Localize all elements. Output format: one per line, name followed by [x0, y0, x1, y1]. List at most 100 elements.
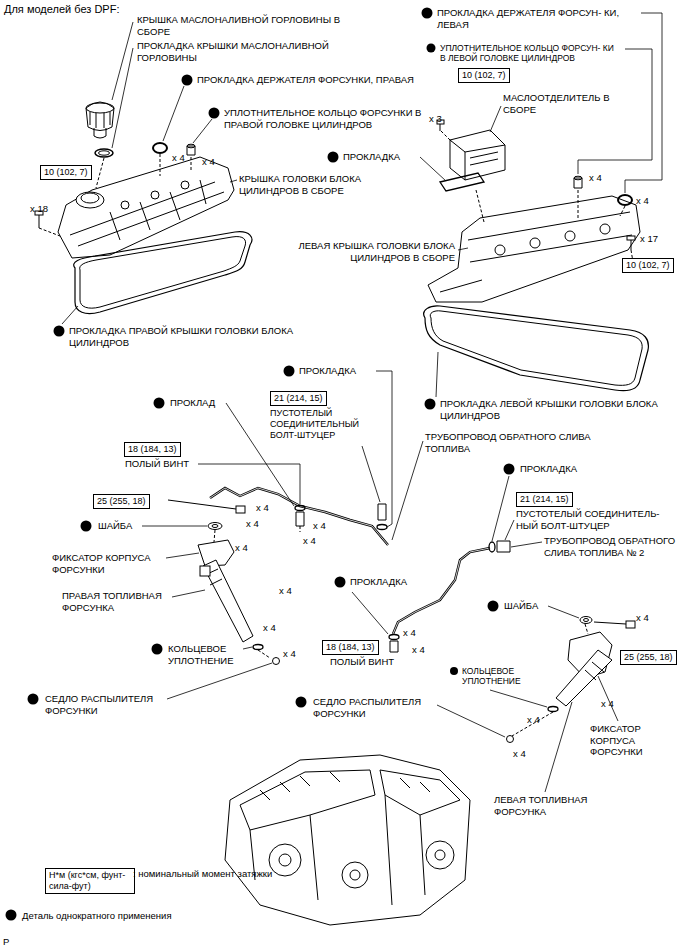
legend-row: Деталь однократного применения [5, 909, 172, 921]
part-label: ПРОКЛАДКА ЛЕВОЙ КРЫШКИ ГОЛОВКИ БЛОКА ЦИЛ… [440, 398, 670, 421]
part-label: МАСЛООТДЕЛИТЕЛЬ В СБОРЕ [503, 92, 623, 115]
quantity-mark: x 4 [636, 195, 649, 207]
bolt [627, 236, 635, 240]
union-bolt [378, 504, 386, 520]
injector-holder-gasket [160, 154, 161, 176]
quantity-mark: x 4 [589, 172, 602, 184]
right-cylinder-head-cover [121, 201, 129, 209]
quantity-mark: x 4 [636, 612, 649, 624]
washer [208, 523, 222, 530]
union-bolt [489, 542, 495, 552]
right-cylinder-head-cover [76, 192, 104, 208]
legend-box: Н*м (кгс*см, фунт- сила-фут) [45, 868, 135, 894]
hollow-screw [296, 512, 304, 526]
torque-value: Н*м (кгс*см, фунт- сила-фут) [49, 870, 131, 892]
quantity-mark: x 4 [601, 698, 614, 710]
bolt [35, 211, 60, 236]
legend-note: : номинальный момент затяжки [133, 868, 272, 880]
injector-seal-ring [187, 144, 195, 170]
leader-line [505, 520, 514, 540]
part-label: ЛЕВАЯ КРЫШКА ГОЛОВКИ БЛОКА ЦИЛИНДРОВ В С… [280, 240, 455, 263]
injector-holder-gasket [618, 195, 632, 205]
injector-bolt [168, 500, 236, 509]
torque-box: 18 (184, 13) [124, 442, 181, 457]
leader-line [193, 119, 212, 143]
leader-line [511, 542, 542, 547]
torque-value: 21 (214, 15) [274, 393, 323, 404]
quantity-mark: x 4 [513, 748, 526, 760]
engine-assembly [342, 862, 368, 888]
torque-value: 18 (184, 13) [326, 642, 375, 653]
torque-value: 18 (184, 13) [128, 444, 177, 455]
single-use-dot [488, 601, 499, 612]
left-cover-gasket [430, 311, 642, 386]
quantity-mark: x 4 [235, 542, 248, 554]
part-label: ПОЛЫЙ ВИНТ [125, 458, 189, 470]
leader-line [578, 49, 652, 174]
injector-holder-gasket [618, 195, 632, 205]
leader-line [167, 663, 272, 699]
part-label: ПРОКЛАДКА ДЕРЖАТЕЛЯ ФОРСУН- КИ, ЛЕВАЯ [437, 7, 637, 30]
nozzle-seat [273, 658, 280, 665]
hollow-screw [389, 635, 399, 640]
leader-line [458, 248, 468, 250]
leader-line [490, 106, 501, 132]
assembly-line [214, 526, 588, 736]
right-cylinder-head-cover [70, 180, 224, 246]
legend-dot [6, 910, 17, 921]
torque-box: 10 (102, 7) [40, 165, 92, 180]
leader-line [376, 371, 392, 527]
bolt [39, 215, 40, 228]
right-cylinder-head-cover [81, 193, 99, 203]
oil-filler-cap [94, 128, 106, 138]
leader-line [62, 306, 78, 324]
torque-box: 25 (255, 18) [93, 494, 150, 509]
leader-line [420, 157, 446, 181]
quantity-mark: x 18 [30, 203, 48, 215]
quantity-mark: x 4 [279, 585, 292, 597]
torque-value: 10 (102, 7) [44, 167, 88, 178]
left-cylinder-head-cover [600, 224, 610, 234]
single-use-dot [427, 44, 436, 53]
injector-holder-gasket [153, 143, 167, 153]
engine-assembly [250, 795, 425, 905]
o-ring [548, 707, 558, 712]
single-use-dot [335, 577, 346, 588]
oil-separator [450, 140, 505, 180]
quantity-mark: x 17 [640, 233, 658, 245]
union-bolt [377, 504, 387, 530]
left-fuel-injector [556, 650, 612, 706]
washer [212, 525, 218, 528]
single-use-dot [328, 152, 339, 163]
o-ring [253, 645, 263, 650]
bolt [440, 124, 441, 131]
engine-assembly [225, 755, 470, 925]
injector-bolt [594, 622, 626, 624]
quantity-mark: x 4 [202, 156, 215, 168]
single-use-dot [54, 326, 65, 337]
left-fuel-injector [556, 650, 612, 706]
part-label: ПОЛЫЙ ВИНТ [330, 656, 394, 668]
bolt [627, 236, 635, 250]
quantity-mark: x 4 [303, 535, 316, 547]
leader-line [163, 86, 184, 141]
leader-line [625, 13, 662, 193]
engine-assembly [350, 870, 360, 880]
left-cylinder-head-cover [495, 245, 505, 255]
left-cover-gasket [424, 306, 649, 391]
left-cylinder-head-cover [565, 231, 575, 241]
single-use-dot [425, 399, 436, 410]
leader-line [112, 22, 133, 100]
part-label: УПЛОТНИТЕЛЬНОЕ КОЛЬЦО ФОРСУН- КИ В ЛЕВОЙ… [440, 43, 620, 64]
leader-line [112, 48, 133, 148]
bolt [631, 240, 632, 250]
single-use-dot [209, 108, 220, 119]
right-fuel-injector [200, 560, 253, 642]
single-use-dot [152, 644, 163, 655]
engine-assembly [260, 772, 430, 800]
quantity-mark: x 4 [263, 622, 276, 634]
injector-holder-gasket [153, 143, 167, 176]
left-cylinder-head-cover [440, 212, 632, 292]
legend-swatch [5, 909, 17, 921]
